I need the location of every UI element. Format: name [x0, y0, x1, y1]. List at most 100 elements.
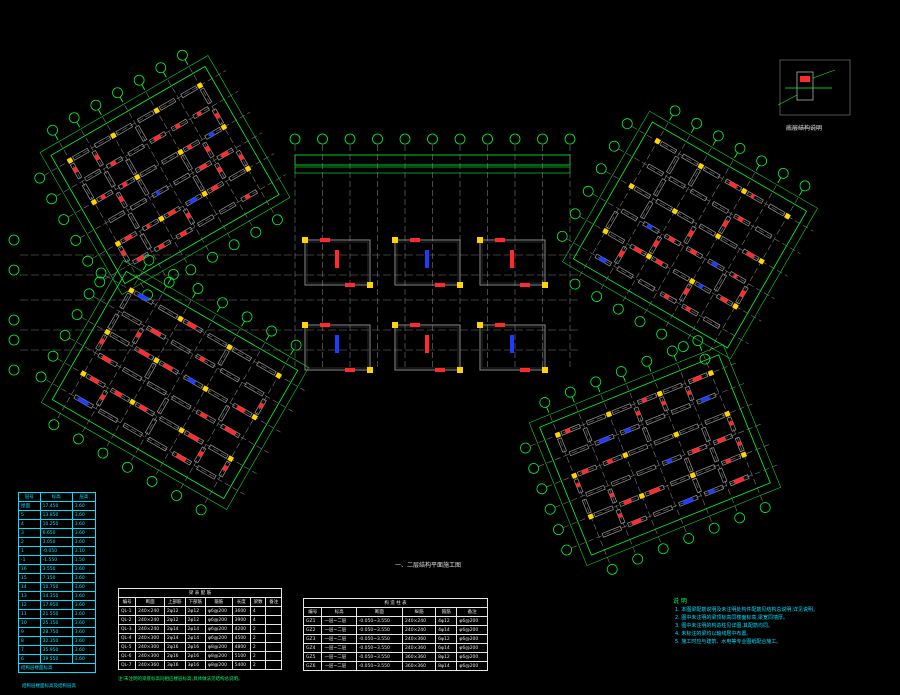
rebar-mark — [335, 335, 339, 353]
wall — [611, 403, 632, 416]
rebar-mark — [633, 246, 643, 254]
axis-bubble — [606, 563, 618, 575]
rebar-mark — [320, 323, 330, 327]
rebar-mark — [345, 283, 355, 287]
wall — [568, 444, 590, 457]
wall — [560, 423, 581, 436]
rebar-mark — [236, 405, 246, 414]
column — [673, 431, 680, 438]
detail-title: 底层结构说明 — [786, 125, 823, 132]
wall — [720, 453, 742, 466]
rebar-mark — [698, 283, 704, 290]
axis-bubble — [122, 461, 133, 473]
table-cell: 13 — [18, 591, 41, 601]
rebar-mark — [520, 368, 530, 372]
axis-bubble — [509, 133, 521, 145]
grid-line — [631, 125, 814, 232]
detail-frame — [779, 59, 851, 116]
axis-bubble — [553, 524, 564, 536]
wall — [683, 457, 694, 473]
table-header: 纵筋 — [401, 607, 437, 617]
wall — [717, 215, 732, 235]
table-cell: 240×240 — [401, 625, 437, 635]
table-cell: 2φ16 — [163, 651, 186, 661]
wall — [127, 143, 146, 157]
wall — [194, 353, 216, 369]
wall — [218, 201, 237, 215]
wall — [93, 135, 112, 149]
rebar-mark — [617, 512, 623, 519]
column — [79, 370, 87, 378]
level-side-label: 结构层楼面标高 — [18, 663, 96, 673]
rebar-mark — [661, 400, 667, 406]
rebar-mark — [157, 242, 166, 250]
rebar-mark — [623, 498, 633, 506]
table-cell: 一层~二层 — [321, 625, 357, 635]
wall — [207, 388, 229, 404]
rebar-mark — [162, 362, 174, 372]
table-header: 上部筋 — [163, 597, 186, 607]
axis-bubble — [454, 133, 466, 145]
column — [638, 492, 646, 500]
wall — [582, 427, 593, 443]
wall — [678, 423, 700, 436]
table-cell: -0.050~3.550 — [355, 652, 403, 662]
wall — [593, 505, 614, 518]
rebar-mark — [155, 190, 161, 196]
plan-title: 一、二层结构平面施工图 — [395, 562, 462, 569]
table-header: 层号 — [18, 492, 41, 502]
table-cell: 3.60 — [71, 645, 97, 655]
wall — [681, 153, 699, 167]
rebar-mark — [89, 375, 100, 385]
axis-bubble — [195, 504, 207, 516]
table-cell: 一层~二层 — [321, 652, 357, 662]
grid-line — [81, 316, 281, 433]
table-header: 长度 — [231, 597, 251, 607]
wall — [645, 413, 666, 426]
axis-bubble — [217, 297, 228, 309]
axis-bubble — [708, 522, 720, 534]
column — [153, 357, 160, 364]
wall — [84, 168, 102, 182]
axis-bubble — [692, 335, 704, 347]
axis-bubble — [482, 133, 493, 145]
table-cell: φ8@200 — [205, 651, 233, 661]
column — [656, 390, 664, 397]
table-cell: 2φ12 — [184, 615, 207, 625]
wall — [244, 381, 265, 397]
rebar-mark — [101, 355, 112, 364]
table-cell: 3.10 — [71, 546, 97, 556]
wall — [707, 258, 725, 272]
table-cell — [265, 624, 282, 634]
rebar-mark — [214, 112, 221, 120]
rebar-mark — [244, 193, 251, 200]
axis-bubble — [94, 276, 106, 288]
wall — [139, 164, 158, 178]
table-cell: 3.60 — [71, 501, 97, 511]
table-cell: 3.550 — [39, 564, 73, 574]
table-cell: -1 — [18, 555, 41, 565]
grid-line — [605, 170, 788, 277]
rebar-mark — [667, 236, 676, 243]
wall — [202, 141, 215, 159]
axis-bubble — [615, 366, 627, 377]
axis-bubble — [556, 230, 568, 242]
axis-bubble — [608, 140, 620, 152]
column — [697, 162, 705, 170]
column — [177, 148, 185, 156]
table-cell: 10.750 — [39, 582, 73, 592]
rebar-mark — [196, 110, 203, 117]
rebar-mark — [188, 196, 198, 204]
rebar-mark — [258, 402, 265, 410]
wall — [663, 233, 682, 247]
grid-line — [562, 443, 772, 529]
table-cell: φ6@200 — [205, 633, 233, 643]
